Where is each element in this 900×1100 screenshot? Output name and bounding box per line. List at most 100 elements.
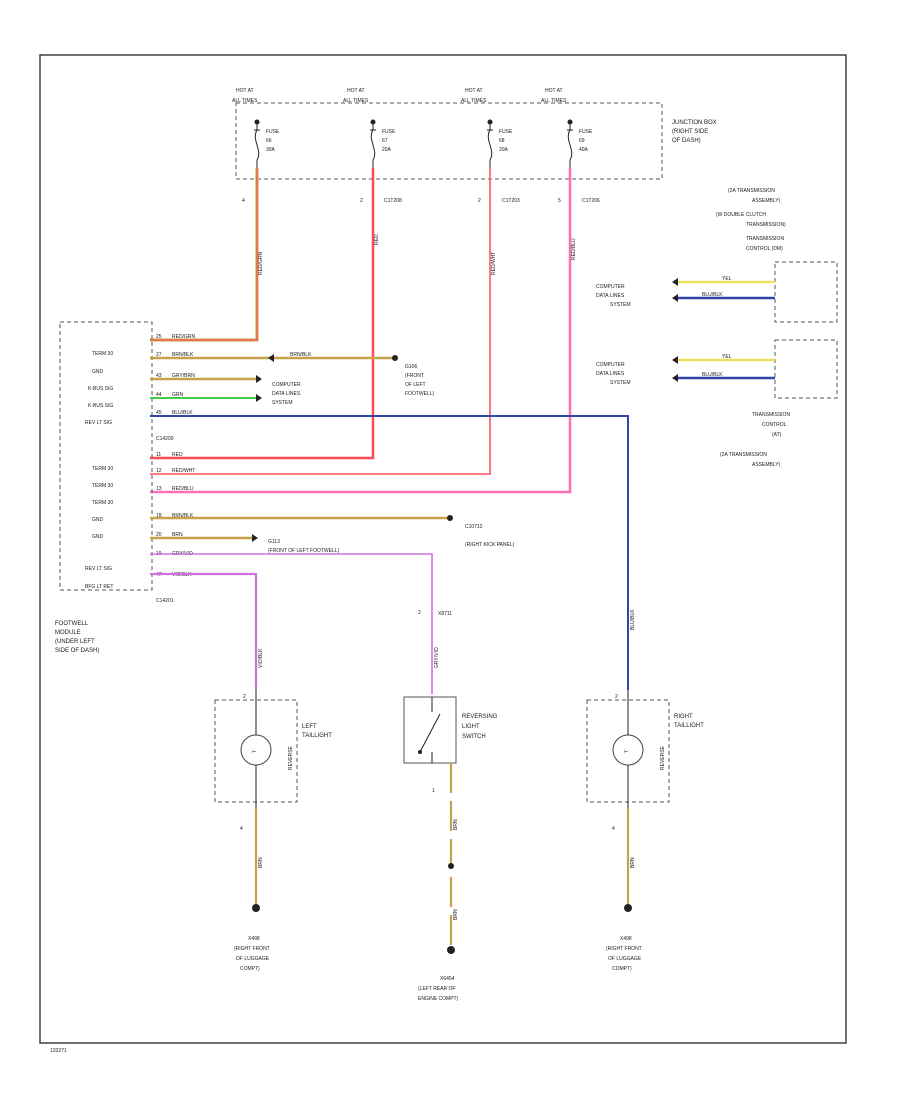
switch-mid-dot: [448, 863, 454, 869]
footwell-row-1-label: GND: [92, 369, 104, 375]
right-ground-id: X498: [620, 936, 632, 942]
left-taillight-label-2: TAILLIGHT: [302, 733, 332, 739]
trans-dm-wire-b: BLU/BLK: [702, 292, 723, 298]
fuse-66-num: 66: [266, 138, 272, 144]
footwell-row-3-pin: 44: [156, 392, 162, 398]
footwell-row-4-wire: BLU/BLK: [172, 410, 193, 416]
label-wire-w2: RED: [374, 234, 380, 245]
fuse-66-amp: 30A: [266, 147, 276, 153]
connector-arrow-pin20: [252, 534, 258, 542]
trans-bottom-4: (2A TRANSMISSION: [720, 452, 767, 458]
fuse-69-feed-dot: [567, 119, 573, 125]
label-wire-w3: RED/WHT: [491, 252, 497, 275]
fuse-68-label: FUSE: [499, 129, 513, 135]
switch-label-1: REVERSING: [462, 714, 498, 720]
wire-term30-fuse68: [150, 168, 491, 475]
switch-pivot: [418, 750, 422, 754]
footwell-connector-a: C14200: [156, 436, 174, 442]
footwell-row-9-pin: 20: [156, 532, 162, 538]
footwell-row-0-label: TERM 30: [92, 351, 113, 357]
wire-term30-fuse66-inner: [150, 168, 258, 341]
connector-arrow-kbus-44: [256, 394, 262, 402]
fuse-66-hot-2: ALL TIMES: [232, 98, 258, 104]
footwell-row-5-wire: RED: [172, 452, 183, 458]
center-ground-desc-1: (LEFT REAR OF: [418, 986, 455, 992]
footwell-row-8-pin: 18: [156, 513, 162, 519]
footwell-connector-b: C14201: [156, 598, 174, 604]
footwell-label-1: FOOTWELL: [55, 621, 89, 627]
fuse-66-feed-dot: [254, 119, 260, 125]
fuse-67-hot-2: ALL TIMES: [343, 98, 369, 104]
g113-id: G113: [268, 539, 280, 545]
diagram-frame: [39, 54, 847, 1044]
fuse-69-hot-2: ALL TIMES: [541, 98, 567, 104]
g106-desc-1: (FRONT: [405, 373, 424, 379]
connector-arrow-kbus-43: [256, 375, 262, 383]
fuse-69-label: FUSE: [579, 129, 593, 135]
footwell-label-2: MODULE: [55, 630, 81, 636]
left-ground-desc-3: COMPT): [240, 966, 260, 972]
fuse-69-hot-1: HOT AT: [545, 88, 563, 94]
footwell-row-11-label: BFG LT RET: [85, 584, 113, 590]
trans-bottom-5: ASSEMBLY): [752, 462, 781, 468]
label-pin27-wire: BRN/BLK: [290, 352, 312, 358]
right-taillight-bulb-mark: ⊢: [624, 748, 628, 755]
fuse-68-feed-dot: [487, 119, 493, 125]
trans-top-1: (2A TRANSMISSION: [728, 188, 775, 194]
left-taillight-pin-top: 2: [243, 694, 246, 700]
wire-rev-lt-sig-right: [150, 415, 629, 690]
left-taillight-wire-top: VIO/BLK: [258, 648, 264, 668]
fuse-66-pin: 4: [242, 198, 245, 204]
fuse-68-hot-1: HOT AT: [465, 88, 483, 94]
junction-box-label-3: OF DASH): [672, 138, 701, 144]
left-ground-desc-2: OF LUGGAGE: [236, 956, 270, 962]
fuse-67-feed-dot: [370, 119, 376, 125]
footwell-row-7-wire: RED/BLU: [172, 486, 194, 492]
right-ground-dot: [624, 904, 632, 912]
footwell-row-1-pin: 27: [156, 352, 162, 358]
footwell-label-3: (UNDER LEFT: [55, 639, 95, 645]
computer-data-label-2: DATA LINES: [272, 391, 301, 397]
switch-wire-bot-2: BRN: [453, 909, 459, 920]
connector-arrow-pin27: [268, 354, 274, 362]
right-ground-desc-2: OF LUGGAGE: [608, 956, 642, 962]
connector-arrow-dm-b: [672, 294, 678, 302]
fuse-68-hot-2: ALL TIMES: [461, 98, 487, 104]
footwell-row-2-label: K-BUS SIG: [88, 386, 113, 392]
g106-ground-dot: [392, 355, 398, 361]
footwell-row-3-label: K-BUS SIG: [88, 403, 113, 409]
trans-top-5: TRANSMISSION: [746, 236, 784, 242]
fuse-67-hot-1: HOT AT: [347, 88, 365, 94]
footwell-row-4-label: REV LT SIG: [85, 420, 112, 426]
computer-data-label-3: SYSTEM: [272, 400, 293, 406]
trans-computer-1b: DATA LINES: [596, 293, 625, 299]
center-ground-desc-2: ENGINE COMPT): [418, 996, 459, 1002]
fuse-66-label: FUSE: [266, 129, 280, 135]
right-taillight-label-1: RIGHT: [674, 714, 693, 720]
fuse-67-label: FUSE: [382, 129, 396, 135]
trans-control-dm: [774, 261, 838, 323]
label-wire-w1: RED/GRN: [258, 252, 264, 275]
fuse-67-symbol: [370, 124, 376, 168]
fuse-69-symbol: [567, 124, 573, 168]
trans-computer-2c: SYSTEM: [610, 380, 631, 386]
reversing-switch-contact-icon: [419, 697, 441, 763]
trans-control-at: [774, 339, 838, 399]
footwell-row-6-pin: 12: [156, 468, 162, 474]
fuse-66-symbol: [254, 124, 260, 168]
g106-id: G106: [405, 364, 417, 370]
label-wire-w4: RED/BLU: [571, 238, 577, 260]
right-taillight-wire-bot: BRN: [630, 857, 636, 868]
left-ground-id: X498: [248, 936, 260, 942]
trans-computer-1c: SYSTEM: [610, 302, 631, 308]
connector-arrow-dm-a: [672, 278, 678, 286]
switch-label-3: SWITCH: [462, 734, 486, 740]
trans-computer-2a: COMPUTER: [596, 362, 625, 368]
right-taillight-label-2: TAILLIGHT: [674, 723, 704, 729]
fuse-68-amp: 20A: [499, 147, 509, 153]
fuse-69-splice: C1T206: [582, 198, 600, 204]
trans-dm-wire-a: YEL: [722, 276, 732, 282]
trans-bottom-2: CONTROL: [762, 422, 787, 428]
switch-connector: X8711: [438, 611, 452, 617]
connector-arrow-at-b: [672, 374, 678, 382]
